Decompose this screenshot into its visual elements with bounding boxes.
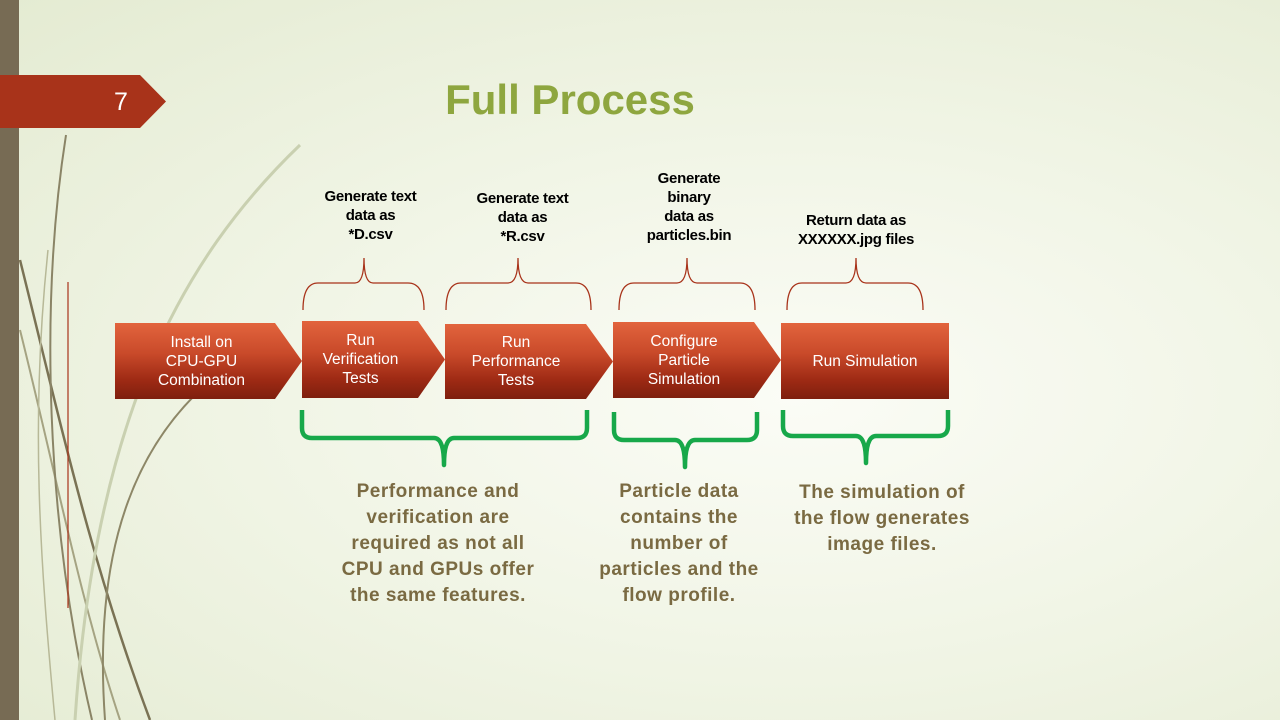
note-simulation-line-1: The simulation of <box>799 482 965 503</box>
output-label-2-line-1: Generate text <box>476 190 569 207</box>
step-run-simulation: Run Simulation <box>781 323 949 399</box>
note-performance-line-2: verification are <box>366 507 510 528</box>
output-label-3-line-4: particles.bin <box>646 227 732 244</box>
output-label-1-line-1: Generate text <box>324 188 417 205</box>
note-simulation: The simulation of the flow generates ima… <box>772 480 992 558</box>
note-particle: Particle data contains the number of par… <box>580 479 778 609</box>
output-label-3-line-1: Generate <box>657 170 721 187</box>
top-brace-3 <box>618 257 756 311</box>
output-label-1-line-3: *D.csv <box>348 226 393 243</box>
slide-title: Full Process <box>445 76 695 123</box>
step-verification: Run Verification Tests <box>302 321 445 398</box>
step-performance-line-2: Performance <box>471 353 561 370</box>
step-verification-line-1: Run <box>346 332 375 349</box>
step-install-line-3: Combination <box>157 371 246 389</box>
step-configure-line-3: Simulation <box>647 370 721 388</box>
note-particle-line-2: contains the <box>620 507 738 528</box>
output-label-3-line-3: data as <box>664 208 714 225</box>
output-label-3: Generate binary data as particles.bin <box>625 169 753 245</box>
step-run-simulation-line-1: Run Simulation <box>812 352 918 370</box>
note-particle-line-4: particles and the <box>599 559 759 580</box>
step-verification-line-2: Verification <box>322 351 399 368</box>
bottom-brace-1 <box>299 410 590 468</box>
step-configure: Configure Particle Simulation <box>613 322 781 398</box>
output-label-2-line-2: data as <box>497 209 548 226</box>
step-install: Install on CPU-GPU Combination <box>115 323 302 399</box>
bottom-brace-2 <box>611 412 760 470</box>
bottom-brace-3 <box>780 410 951 466</box>
step-performance: Run Performance Tests <box>445 324 613 399</box>
note-performance-line-3: required as not all <box>351 533 525 554</box>
step-verification-line-3: Tests <box>342 370 379 387</box>
top-brace-1 <box>302 257 425 311</box>
note-performance: Performance and verification are require… <box>318 479 558 609</box>
slide-number: 7 <box>114 88 128 116</box>
step-install-line-2: CPU-GPU <box>165 352 238 370</box>
output-label-3-line-2: binary <box>667 189 711 206</box>
left-accent-bar <box>0 0 19 720</box>
note-performance-line-5: the same features. <box>350 585 526 606</box>
output-label-4-line-1: Return data as <box>806 212 906 229</box>
step-install-line-1: Install on <box>170 333 233 351</box>
note-particle-line-5: flow profile. <box>622 585 736 606</box>
note-simulation-line-2: the flow generates <box>794 508 970 529</box>
output-label-4: Return data as XXXXXX.jpg files <box>776 211 936 249</box>
top-brace-2 <box>445 257 592 311</box>
slide-number-tab <box>0 75 166 128</box>
step-configure-line-2: Particle <box>658 351 710 369</box>
note-performance-line-4: CPU and GPUs offer <box>341 559 535 580</box>
step-configure-line-1: Configure <box>650 332 718 350</box>
note-performance-line-1: Performance and <box>356 481 520 502</box>
step-performance-line-3: Tests <box>497 372 535 389</box>
note-particle-line-1: Particle data <box>619 481 739 502</box>
output-label-2: Generate text data as *R.csv <box>450 189 595 246</box>
step-performance-line-1: Run <box>501 334 531 351</box>
note-particle-line-3: number of <box>630 533 728 554</box>
note-simulation-line-3: image files. <box>827 534 937 555</box>
output-label-1-line-2: data as <box>345 207 396 224</box>
output-label-2-line-3: *R.csv <box>500 228 545 245</box>
output-label-4-line-2: XXXXXX.jpg files <box>797 231 915 248</box>
top-brace-4 <box>786 257 924 311</box>
output-label-1: Generate text data as *D.csv <box>298 187 443 244</box>
